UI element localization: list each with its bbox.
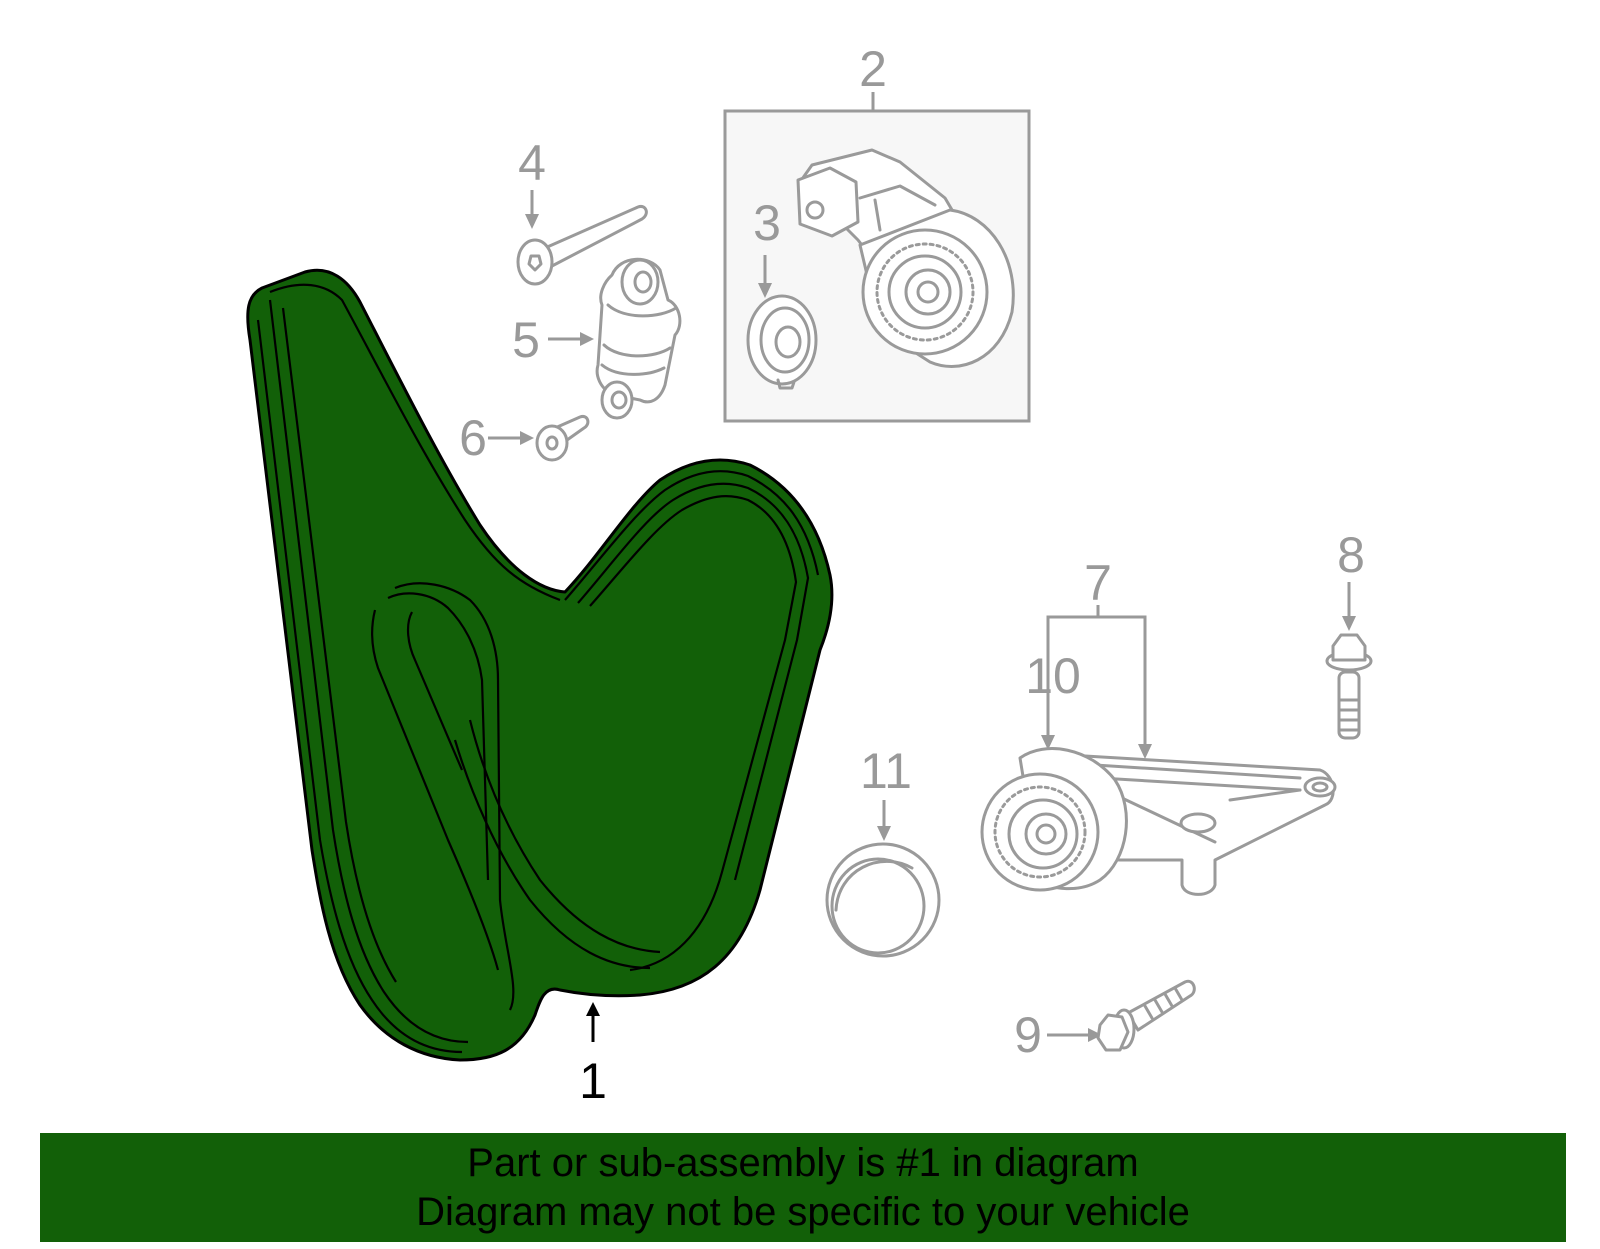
callout-3: 3 (753, 195, 781, 251)
callout-2: 2 (859, 41, 887, 97)
part-1-serpentine-belt[interactable]: 1 (246, 268, 834, 1109)
banner-line-2: Diagram may not be specific to your vehi… (416, 1190, 1190, 1234)
part-9-bolt[interactable]: 9 (1014, 979, 1196, 1063)
callout-5: 5 (512, 312, 540, 368)
part-11-pulley[interactable]: 11 (825, 743, 941, 958)
part-4-bolt[interactable]: 4 (516, 135, 648, 286)
callout-11: 11 (860, 743, 912, 799)
part-7-idler-bracket[interactable]: 7 (1046, 555, 1337, 896)
callout-9: 9 (1014, 1007, 1042, 1063)
info-banner: Part or sub-assembly is #1 in diagram Di… (40, 1133, 1566, 1242)
callout-4: 4 (518, 135, 546, 191)
belt-body (246, 268, 834, 1062)
callout-8: 8 (1337, 527, 1365, 583)
part-3-pulley-cap[interactable]: 3 (746, 195, 818, 390)
part-6-bolt[interactable]: 6 (459, 410, 590, 466)
part-5-damper[interactable]: 5 (512, 257, 682, 420)
part-8-bolt[interactable]: 8 (1325, 527, 1373, 740)
callout-10: 10 (1025, 648, 1081, 704)
part-10-idler-pulley[interactable]: 10 (980, 648, 1128, 892)
callout-1: 1 (579, 1053, 607, 1109)
banner-line-1: Part or sub-assembly is #1 in diagram (467, 1141, 1139, 1185)
callout-6: 6 (459, 410, 487, 466)
callout-7: 7 (1084, 555, 1112, 611)
